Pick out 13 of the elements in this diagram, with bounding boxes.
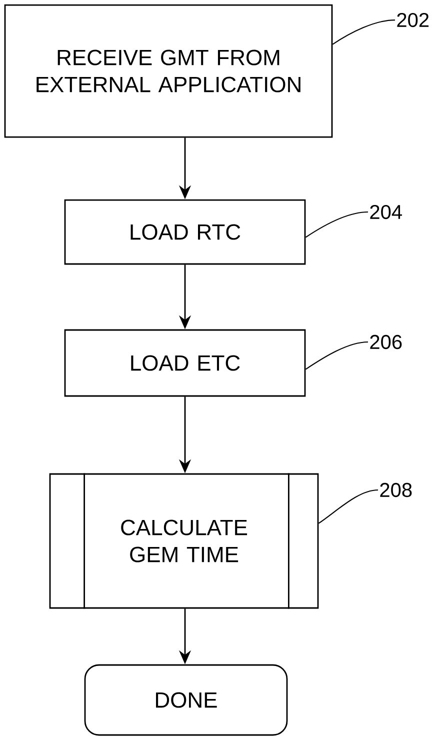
process-box: LOAD ETC — [64, 329, 306, 397]
leader-line — [318, 489, 378, 524]
callout-number: 204 — [370, 204, 402, 220]
leader-line — [332, 19, 396, 45]
leader-line — [305, 341, 368, 370]
process-box: RECEIVE GMT FROM EXTERNAL APPLICATION — [4, 4, 333, 138]
callout-number: 202 — [397, 12, 429, 28]
callout-number: 206 — [370, 334, 402, 350]
terminal-box: DONE — [84, 664, 288, 736]
predefined-process-box: CALCULATE GEM TIME — [49, 473, 319, 609]
leader-line — [305, 211, 368, 238]
process-box: LOAD RTC — [64, 199, 306, 265]
callout-number: 208 — [380, 482, 412, 498]
